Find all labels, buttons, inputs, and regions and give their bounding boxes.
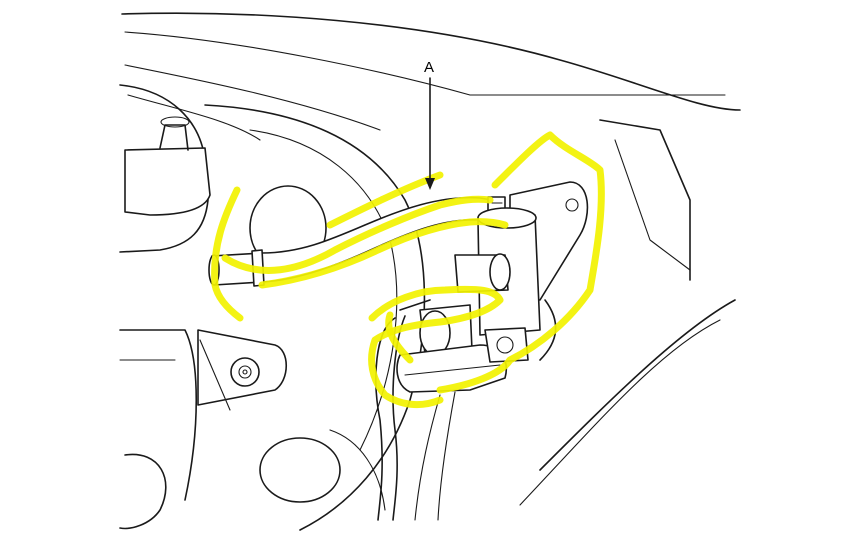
mounting-bracket [197, 329, 288, 411]
callout-arrowhead [425, 178, 435, 190]
fluid-reservoir [119, 84, 211, 530]
callout-a: A [424, 59, 435, 190]
body-panel [121, 12, 741, 506]
callout-label: A [424, 59, 434, 76]
